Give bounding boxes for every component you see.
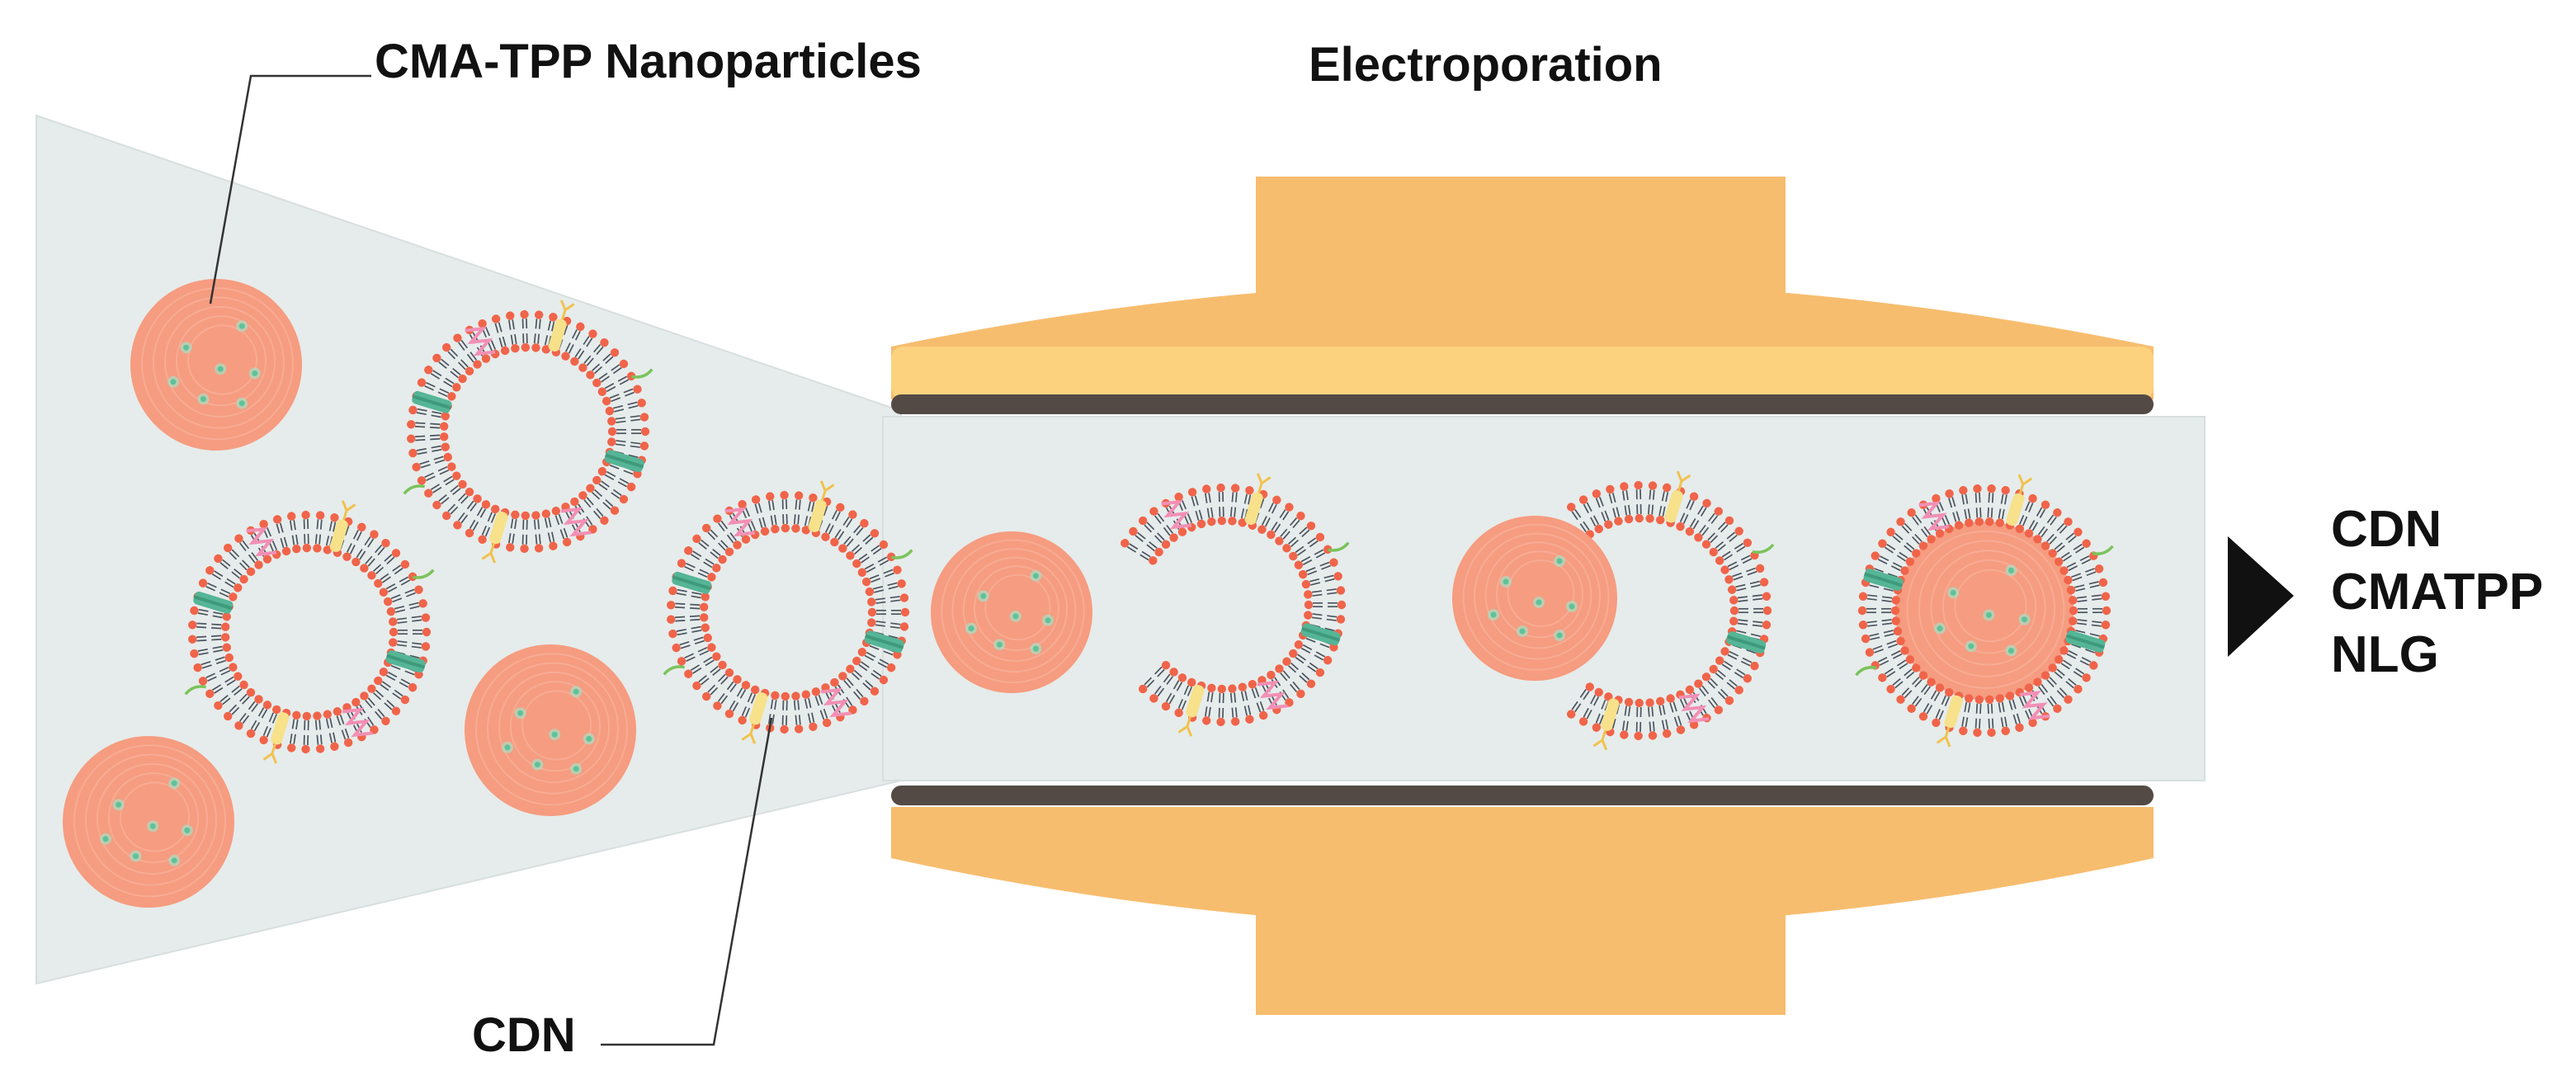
top-plate — [891, 394, 2154, 414]
top-electrode — [891, 177, 2154, 414]
nanoparticles-leader-line — [209, 74, 371, 304]
nanoparticle-loaded — [1895, 521, 2074, 700]
output-labels: CDN CMATPP NLG — [2331, 498, 2543, 687]
nanoparticle-4 — [931, 531, 1092, 693]
bottom-electrode — [891, 786, 2154, 1015]
nanoparticle-3 — [465, 644, 636, 816]
nanoparticle-2 — [63, 736, 234, 908]
output-label-cdn: CDN — [2331, 501, 2442, 558]
output-label-nlg: NLG — [2331, 626, 2439, 683]
nanoparticle-1 — [130, 279, 302, 451]
cdn-label: CDN — [472, 1008, 576, 1062]
electroporation-label: Electroporation — [1309, 38, 1663, 92]
bottom-plate — [891, 786, 2154, 805]
cdn-leader-line — [601, 717, 773, 1046]
nanoparticle-entering — [1452, 516, 1617, 681]
nanoparticles-label: CMA-TPP Nanoparticles — [375, 35, 922, 88]
output-arrow — [2228, 536, 2294, 657]
particles-layer — [63, 279, 2116, 908]
output-label-cmatpp: CMATPP — [2331, 564, 2544, 621]
